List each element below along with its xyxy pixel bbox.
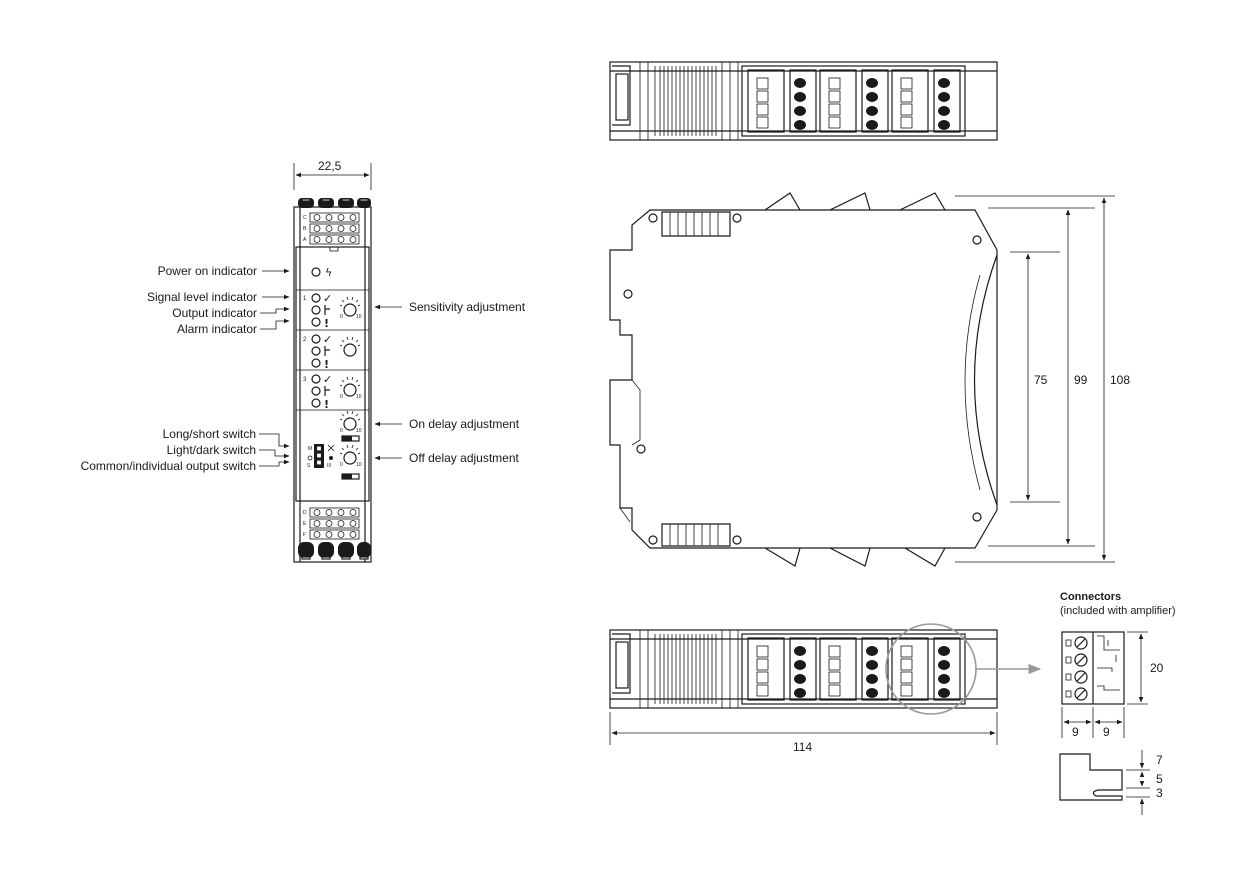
output-icon [324,386,330,396]
front-terminal-rows-top: C B A [303,212,360,245]
check-icon: ✓ [323,333,332,346]
dimension-75: 75 [1034,373,1048,387]
connector-dimension-5: 5 [1156,772,1163,786]
svg-text:E: E [303,521,307,527]
power-on-led [311,267,321,277]
connector-dimension-7: 7 [1156,753,1163,767]
sensitivity-dial-1-icon: 0 10 [339,296,362,320]
terminal-row-label-c: C [303,215,307,221]
alarm-icon: ! [324,317,329,330]
channel-3-label: 3 [303,377,307,383]
dimension-108: 108 [1110,373,1130,387]
front-housing [293,206,372,563]
svg-text:M: M [308,446,312,452]
label-output-indicator: Output indicator [172,306,257,320]
alarm-icon: ! [324,358,329,371]
label-on-delay-adjustment: On delay adjustment [409,417,520,431]
label-common-individual-output-switch: Common/individual output switch [81,459,256,473]
check-icon: ✓ [323,373,332,386]
svg-text:0: 0 [340,462,343,468]
dip-switch-block: M S III [307,444,335,469]
svg-text:0: 0 [340,394,343,400]
dimension-114: 114 [793,740,812,754]
channel-1-indicators: 1 ✓ ! [303,292,332,330]
check-icon: ✓ [323,292,332,305]
svg-text:10: 10 [356,394,362,400]
connector-dimension-9b: 9 [1103,725,1110,739]
connectors-subtitle: (included with amplifier) [1060,605,1176,617]
label-light-dark-switch: Light/dark switch [167,443,256,457]
front-terminal-rows-bottom: D E F [303,507,360,540]
output-led-1 [311,305,321,315]
signal-level-led-1 [311,293,321,303]
on-delay-dial-icon: 0 10 [339,410,362,442]
label-alarm-indicator: Alarm indicator [177,322,257,336]
dimension-99: 99 [1074,373,1088,387]
connector-dimension-20: 20 [1150,661,1164,675]
svg-text:D: D [303,510,307,516]
label-signal-level-indicator: Signal level indicator [147,290,257,304]
channel-3-indicators: 3 ✓ ! [303,373,332,411]
label-power-on-indicator: Power on indicator [158,264,257,278]
terminal-row-label-a: A [303,237,307,243]
label-sensitivity-adjustment: Sensitivity adjustment [409,300,526,314]
svg-text:0: 0 [340,314,343,320]
svg-text:10: 10 [356,462,362,468]
power-icon: ϟ [325,266,332,279]
front-top-plugs [298,198,371,208]
connectors-title: Connectors [1060,591,1121,603]
connector-dimension-3: 3 [1156,786,1163,800]
channel-2-indicators: 2 ✓ ! [303,333,332,371]
side-view: 75 99 108 [609,192,1130,567]
connector-highlight-circle [885,623,977,715]
output-icon [324,305,330,315]
off-delay-dial-icon: 0 10 [339,444,362,480]
sensitivity-dial-3-icon: 0 10 [339,376,362,400]
front-bottom-plugs [298,542,371,560]
svg-text:10: 10 [356,428,362,434]
svg-text:S: S [307,463,311,469]
terminal-row-label-b: B [303,226,307,232]
connectors-detail: Connectors (included with amplifier) 20 … [1059,591,1176,815]
bottom-view: 114 [609,623,1042,754]
front-width-dimension: 22,5 [318,159,342,173]
svg-text:10: 10 [356,314,362,320]
alarm-led-1 [311,317,321,327]
channel-2-label: 2 [303,337,307,343]
sensitivity-dial-2-icon [339,336,361,357]
front-view: 22,5 C B A [81,159,526,563]
connector-screw-icons [1074,636,1088,701]
svg-text:F: F [303,532,306,538]
svg-text:III: III [327,463,331,469]
channel-1-label: 1 [303,296,307,302]
top-view [609,61,998,141]
label-off-delay-adjustment: Off delay adjustment [409,451,520,465]
alarm-icon: ! [324,398,329,411]
label-long-short-switch: Long/short switch [163,427,256,441]
output-icon [324,346,330,356]
connector-dimension-9a: 9 [1072,725,1079,739]
svg-text:0: 0 [340,428,343,434]
